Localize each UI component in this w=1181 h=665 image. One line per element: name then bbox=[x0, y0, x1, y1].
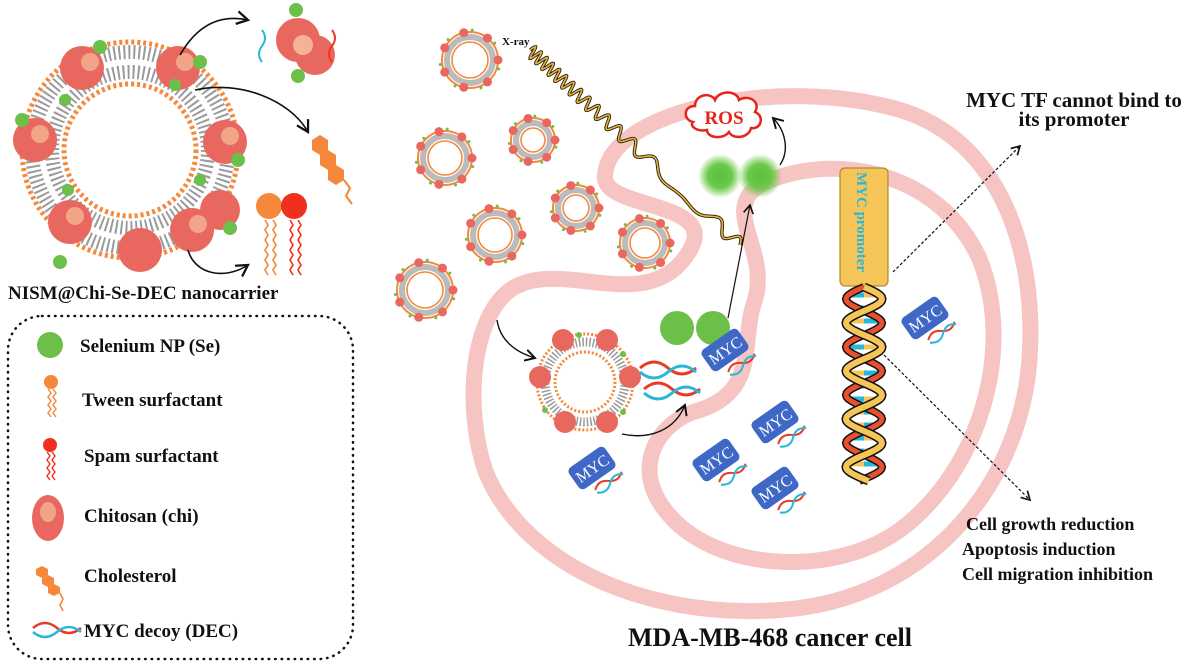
surfactant-detail bbox=[256, 193, 307, 276]
annotation-line-2: its promoter bbox=[1019, 107, 1130, 131]
arrow-to-surfactants bbox=[187, 249, 250, 277]
myc-decoy-complex: MYC bbox=[568, 446, 624, 494]
nucleus-membrane bbox=[641, 160, 1002, 570]
cell-membrane bbox=[465, 88, 1039, 619]
small-nanocarrier bbox=[464, 204, 527, 266]
myc-promoter: MYC promoter bbox=[839, 167, 889, 287]
legend: Selenium NP (Se) Tween surfactant Spam s… bbox=[32, 332, 238, 642]
legend-item-selenium: Selenium NP (Se) bbox=[37, 332, 220, 358]
legend-item-myc-decoy: MYC decoy (DEC) bbox=[32, 621, 238, 642]
small-nanocarriers bbox=[393, 28, 675, 322]
selenium-np bbox=[660, 311, 694, 345]
legend-item-tween: Tween surfactant bbox=[44, 375, 223, 418]
myc-decoy-complex: MYC bbox=[751, 466, 807, 514]
legend-label: Selenium NP (Se) bbox=[80, 336, 220, 357]
arrow-to-cholesterol bbox=[194, 86, 310, 134]
promoter-label: MYC promoter bbox=[853, 172, 869, 272]
arrow-endocytosis bbox=[496, 319, 537, 362]
small-nanocarrier bbox=[549, 181, 604, 235]
cell-title: MDA-MB-468 cancer cell bbox=[628, 623, 912, 652]
cholesterol-icon bbox=[36, 566, 64, 612]
activated-selenium-np bbox=[738, 154, 782, 198]
legend-item-chitosan: Chitosan (chi) bbox=[32, 495, 199, 541]
arrow-se-activation bbox=[727, 203, 754, 319]
legend-item-cholesterol: Cholesterol bbox=[36, 566, 177, 612]
myc-decoy-complex: MYC bbox=[692, 438, 748, 486]
internalized-nanocarrier bbox=[529, 329, 641, 433]
chitosan-icon bbox=[32, 495, 64, 541]
dna-strand-yellow bbox=[842, 284, 886, 484]
chitosan-detail bbox=[258, 3, 336, 83]
small-nanocarrier bbox=[616, 214, 675, 272]
outcome-migration: Cell migration inhibition bbox=[962, 564, 1153, 584]
ros-cloud: ROS bbox=[684, 91, 763, 139]
legend-item-spam: Spam surfactant bbox=[43, 438, 219, 481]
annotation-line-1: MYC TF cannot bind to bbox=[966, 88, 1181, 112]
arrow-release bbox=[621, 403, 688, 437]
small-nanocarrier bbox=[507, 114, 560, 166]
legend-label: Chitosan (chi) bbox=[84, 506, 199, 527]
small-nanocarrier bbox=[438, 28, 503, 92]
large-nanocarrier bbox=[13, 39, 247, 272]
arrow-to-chitosan bbox=[179, 10, 251, 56]
tween-surfactant-icon bbox=[44, 375, 58, 418]
ros-label: ROS bbox=[704, 108, 743, 129]
released-myc-decoys bbox=[639, 360, 701, 401]
legend-label: Spam surfactant bbox=[84, 446, 219, 467]
arrow-se-to-ros bbox=[771, 116, 787, 166]
spam-surfactant-icon bbox=[43, 438, 57, 481]
small-nanocarrier bbox=[393, 258, 458, 322]
legend-label: Cholesterol bbox=[84, 566, 177, 587]
small-nanocarrier bbox=[414, 127, 477, 189]
arrow-outcome-annotation bbox=[883, 354, 1032, 502]
outcome-growth: Cell growth reduction bbox=[966, 514, 1134, 534]
cholesterol-detail bbox=[312, 135, 353, 205]
outcome-apoptosis: Apoptosis induction bbox=[962, 539, 1116, 559]
myc-decoy-icon bbox=[32, 621, 82, 639]
activated-selenium-np bbox=[698, 154, 742, 198]
legend-box bbox=[6, 314, 355, 661]
selenium-np bbox=[696, 311, 730, 345]
genomic-dna-helix bbox=[841, 282, 887, 486]
xray-label: X-ray bbox=[502, 36, 530, 48]
nanocarrier-label: NISM@Chi-Se-DEC nanocarrier bbox=[8, 283, 279, 304]
legend-label: Tween surfactant bbox=[82, 390, 223, 411]
selenium-np-icon bbox=[37, 332, 63, 358]
legend-label: MYC decoy (DEC) bbox=[84, 621, 238, 642]
myc-decoy-complex: MYC bbox=[751, 400, 807, 448]
myc-decoy-complex: MYC bbox=[901, 296, 957, 344]
xray-wave-core bbox=[529, 46, 742, 246]
